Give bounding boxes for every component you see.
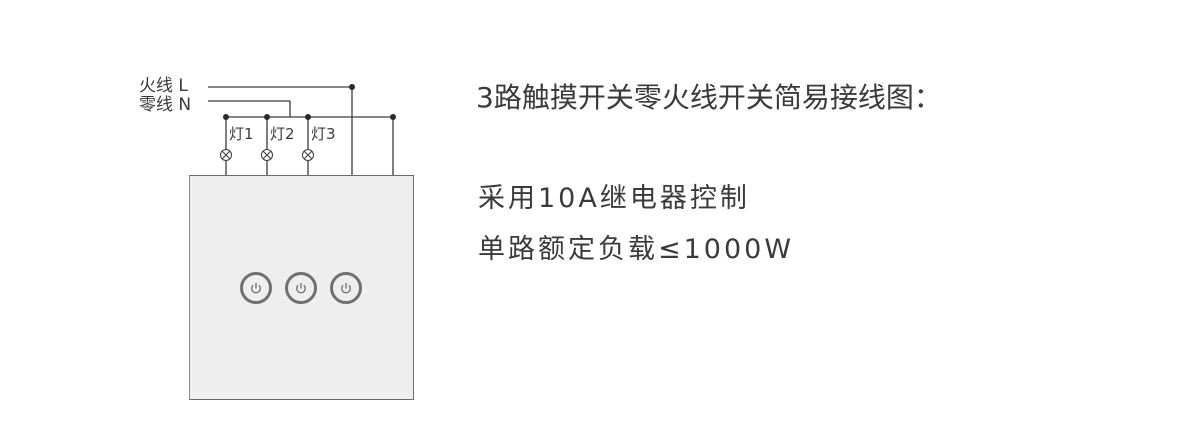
touch-button-1[interactable] [240,272,272,304]
touch-button-3[interactable] [330,272,362,304]
neutral-wire-label: 零线 N [139,95,192,115]
live-wire-label: 火线 L [139,76,188,96]
lamp-symbols [220,149,314,161]
lamp-1-label: 灯1 [229,125,254,143]
power-icon [296,283,306,294]
diagram-title: 3路触摸开关零火线开关简易接线图： [476,81,942,114]
spec-load: 单路额定负载≤1000W [478,234,795,265]
power-icon [341,283,351,294]
touch-switch-panel [189,175,414,400]
power-icon [251,283,261,294]
touch-button-2[interactable] [285,272,317,304]
lamp-2-label: 灯2 [270,125,295,143]
spec-relay: 采用10A继电器控制 [478,183,750,214]
lamp-3-label: 灯3 [311,125,336,143]
